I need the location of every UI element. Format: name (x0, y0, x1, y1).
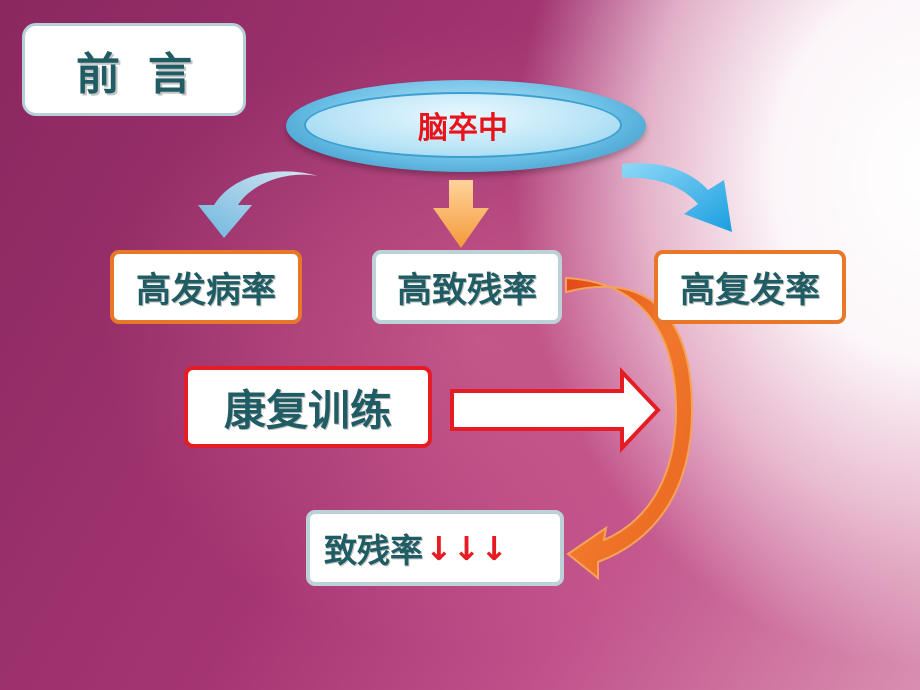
outcome-box-incidence: 高发病率 (110, 250, 302, 324)
curved-arrow-left-icon (198, 171, 318, 238)
down-arrow-icon (433, 180, 489, 248)
stroke-label: 脑卒中 (418, 111, 508, 146)
outcome-box-recurrence: 高复发率 (654, 250, 846, 324)
result-box: 致残率 ↓↓↓ (306, 510, 564, 586)
title-text: 前言 (76, 48, 220, 100)
block-arrow-right-icon (450, 366, 661, 454)
stroke-ellipse: 脑卒中 (304, 92, 622, 158)
curved-arrow-right-icon (622, 163, 732, 232)
rehab-box: 康复训练 (184, 366, 432, 448)
outcome-box-disability: 高致残率 (372, 250, 562, 324)
result-label: 致残率 (324, 531, 423, 570)
down-arrows-icon: ↓↓↓ (425, 528, 508, 568)
title-box: 前言 (22, 23, 246, 116)
curved-arrow-orange-icon (565, 276, 694, 581)
